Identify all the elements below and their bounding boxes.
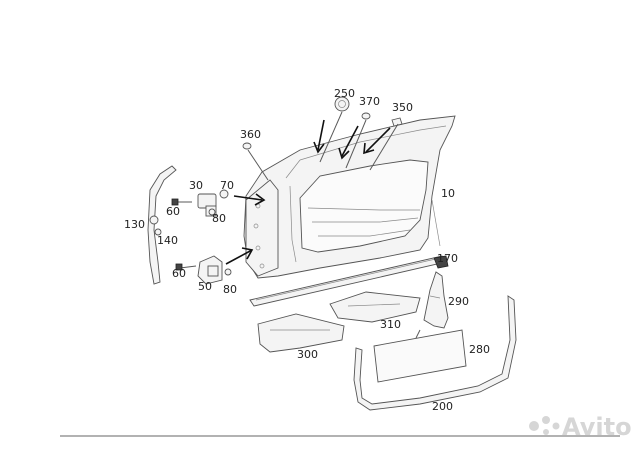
lower-panel — [257, 313, 345, 353]
label-370: 370 — [359, 95, 380, 108]
label-170: 170 — [437, 252, 458, 265]
door-bracket — [423, 271, 449, 329]
water-shield — [373, 329, 467, 383]
label-10: 10 — [441, 187, 455, 200]
door-shell — [243, 115, 456, 279]
label-130: 130 — [124, 218, 145, 231]
check-strap-rod — [147, 165, 177, 285]
lower-hinge-cluster — [175, 255, 232, 285]
label-80-lower: 80 — [223, 283, 237, 296]
label-60-upper: 60 — [166, 205, 180, 218]
label-200: 200 — [432, 400, 453, 413]
part-labels: 250 370 350 360 30 70 10 130 60 80 140 6… — [124, 87, 490, 413]
label-360: 360 — [240, 128, 261, 141]
label-50: 50 — [198, 280, 212, 293]
label-80-upper: 80 — [212, 212, 226, 225]
door-seal — [353, 295, 517, 411]
pointer-arrows — [225, 119, 391, 265]
label-250: 250 — [334, 87, 355, 100]
watermark-text: Avito — [562, 413, 632, 441]
leader-lines — [247, 111, 421, 339]
label-300: 300 — [297, 348, 318, 361]
upper-hinge-cluster — [149, 189, 229, 236]
label-310: 310 — [380, 318, 401, 331]
sill-strip — [249, 255, 449, 307]
label-30: 30 — [189, 179, 203, 192]
label-350: 350 — [392, 101, 413, 114]
label-60-lower: 60 — [172, 267, 186, 280]
label-290: 290 — [448, 295, 469, 308]
label-70: 70 — [220, 179, 234, 192]
label-140: 140 — [157, 234, 178, 247]
watermark: Avito — [529, 413, 632, 441]
trim-panel — [329, 291, 421, 323]
top-small-parts — [242, 96, 403, 150]
label-280: 280 — [469, 343, 490, 356]
